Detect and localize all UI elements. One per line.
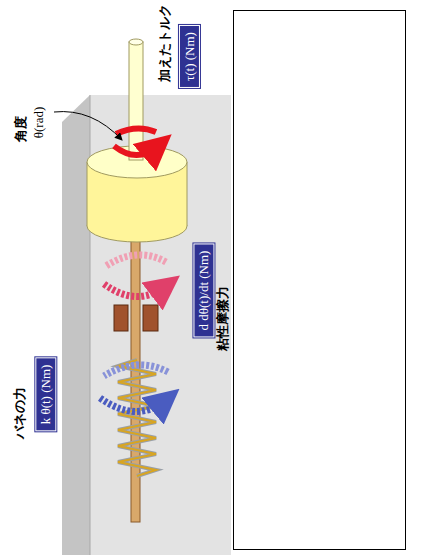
friction-arrow-back: [106, 255, 166, 266]
angle-label: 角度: [13, 115, 28, 141]
torque-arrow: [114, 146, 158, 155]
spring-label: バネの力: [12, 386, 27, 438]
torque-label: 加えたトルク: [157, 3, 172, 81]
side-wall: [62, 95, 90, 555]
angle-unit: θ(rad): [31, 106, 46, 137]
angle-arrow: [54, 112, 122, 140]
disk-side: [187, 162, 188, 226]
value-box: k θ(t) (Nm): [35, 357, 56, 431]
spring: [118, 360, 156, 476]
value-box: d dθ(t)/dt (Nm): [193, 243, 214, 337]
empty-frame: [234, 11, 406, 550]
knob: [129, 42, 143, 160]
spring-shadow: [118, 360, 156, 476]
torque-arrow-back: [116, 128, 156, 134]
knob-top: [129, 39, 143, 45]
formula-text: k θ(t) (Nm): [38, 364, 53, 424]
formula-text: τ(t) (Nm): [181, 32, 196, 81]
spring-arrow-back: [104, 365, 168, 376]
spring-arrow: [100, 398, 166, 412]
friction-label: 粘性摩擦力: [215, 286, 230, 351]
formula-text: d dθ(t)/dt (Nm): [196, 250, 211, 330]
value-box: τ(t) (Nm): [178, 25, 199, 88]
friction-arrow: [104, 284, 166, 297]
damper-block: [143, 305, 158, 331]
disk-side: [87, 162, 88, 226]
damper-block: [114, 305, 128, 331]
